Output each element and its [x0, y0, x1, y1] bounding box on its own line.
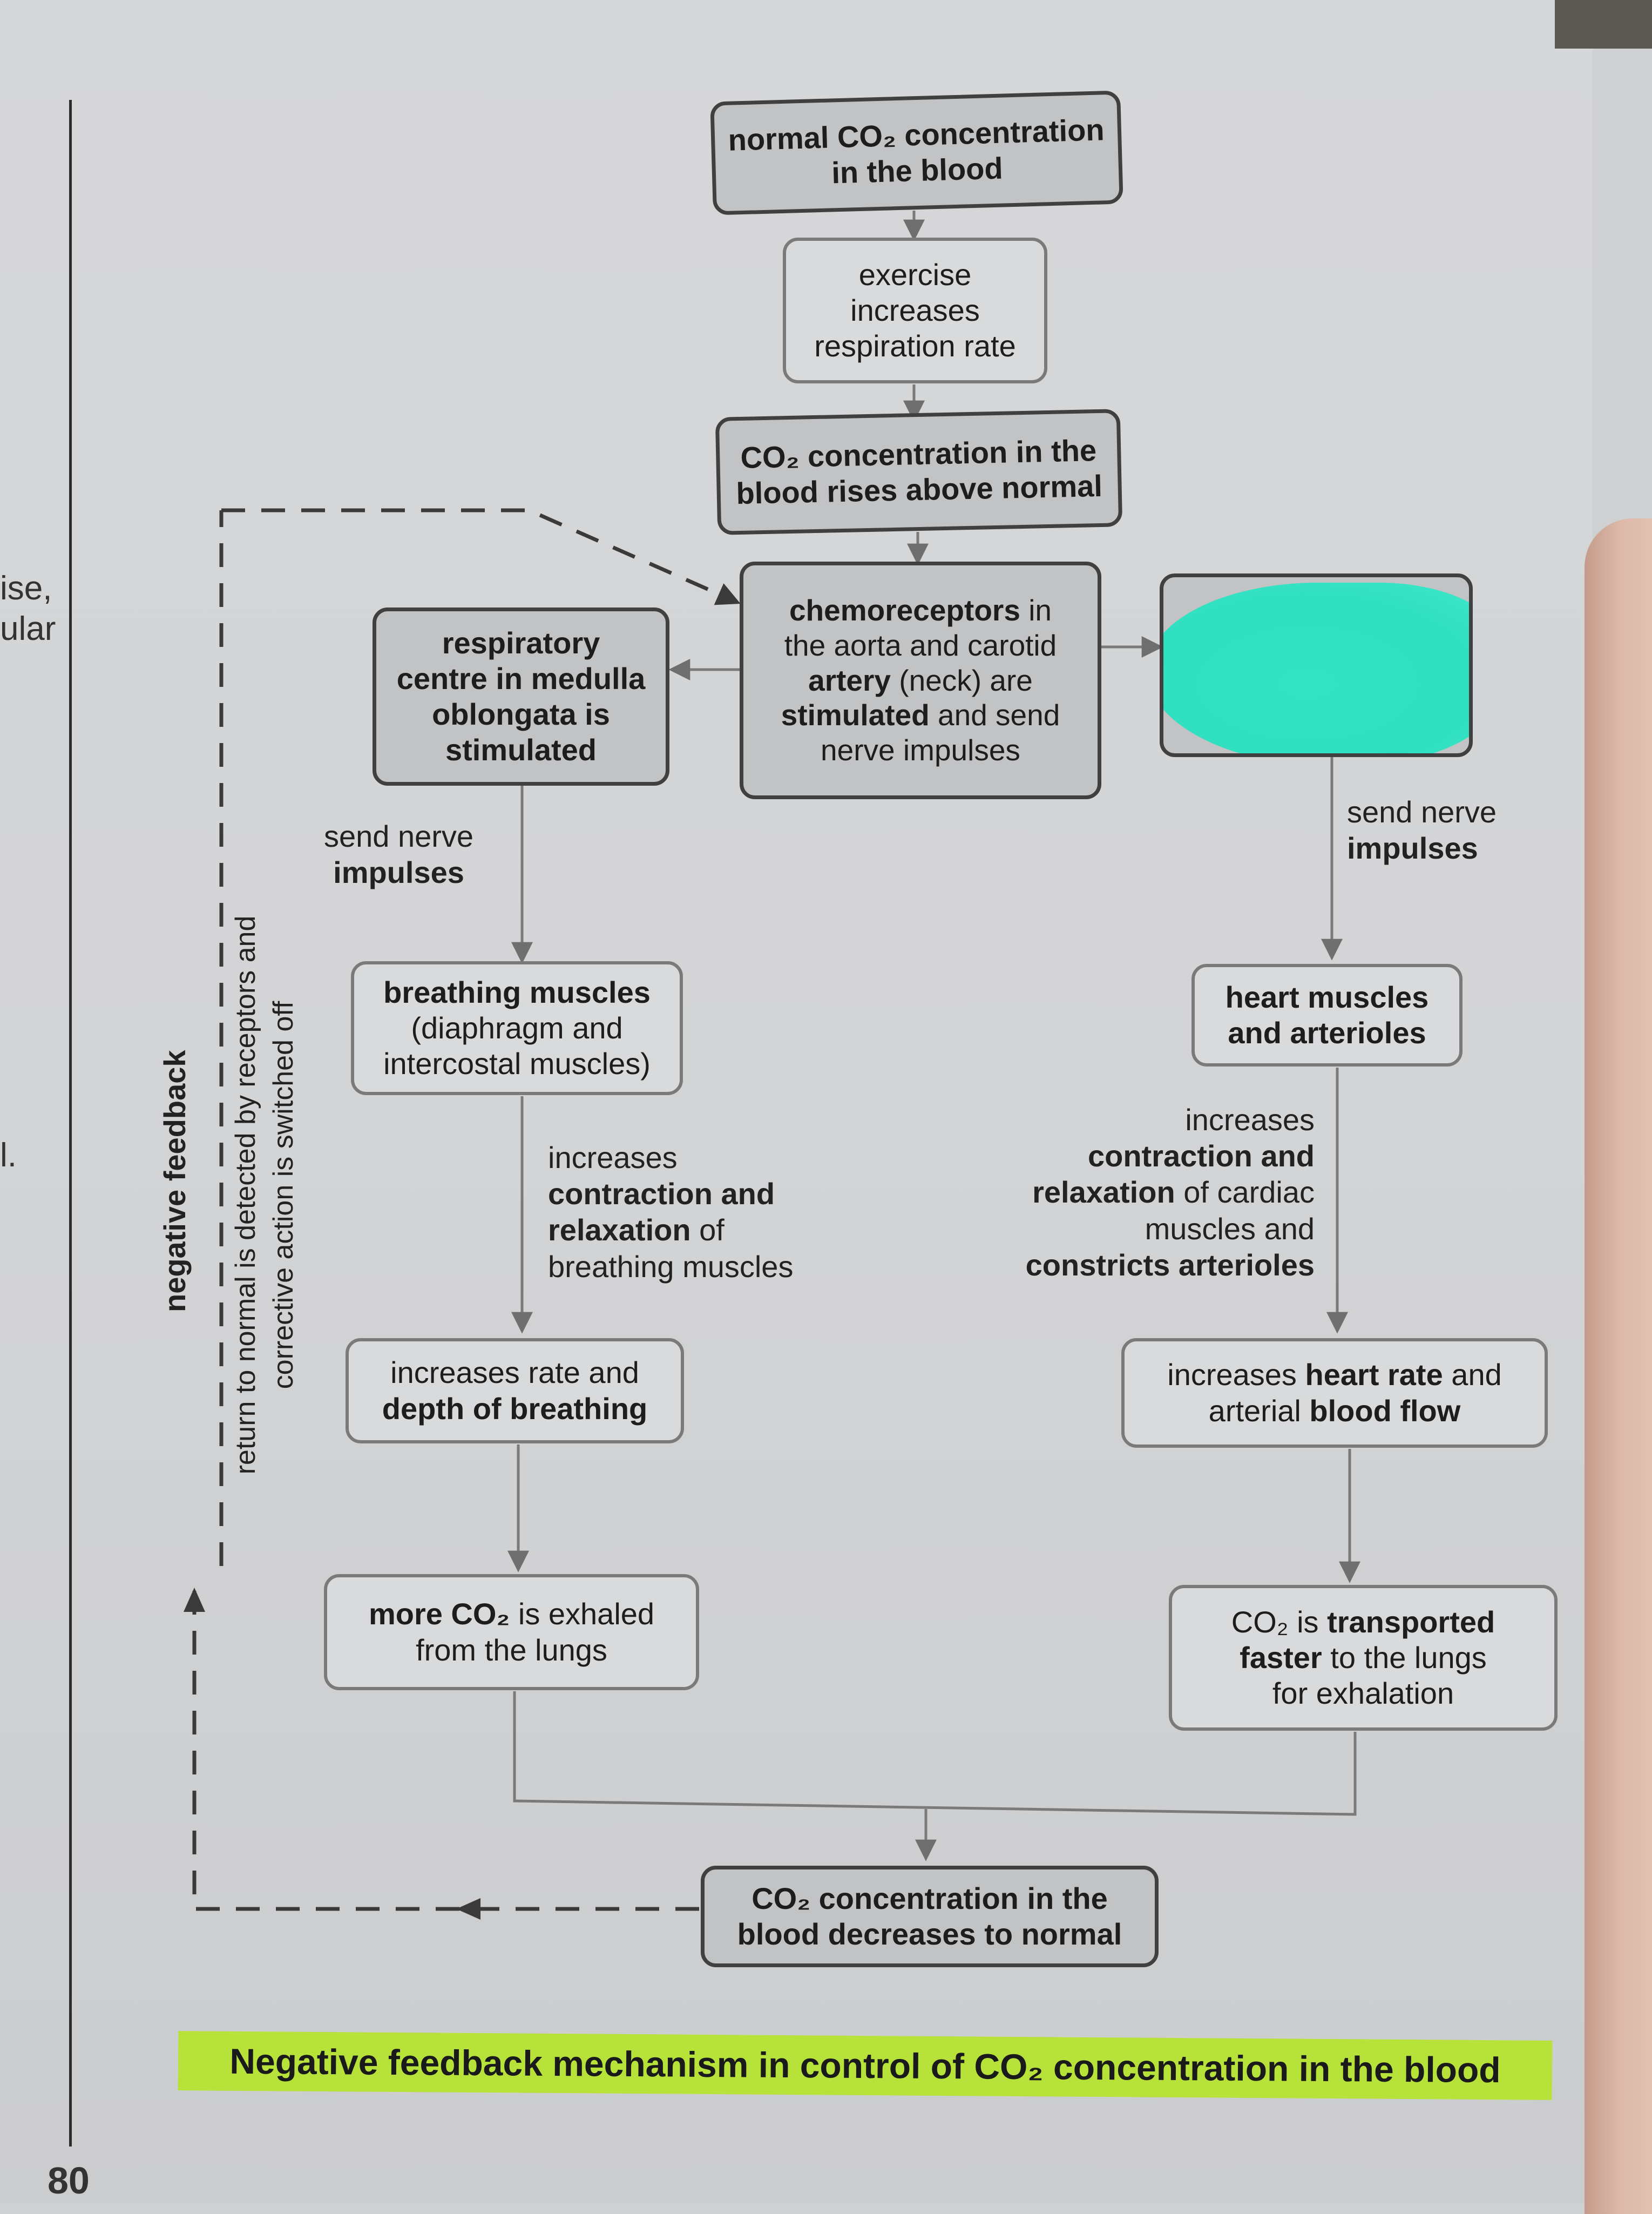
- figure-caption: Negative feedback mechanism in control o…: [178, 2031, 1553, 2100]
- return-to-normal-label: return to normal is detected by receptor…: [227, 874, 302, 1516]
- box-line: and arterioles: [1228, 1016, 1426, 1050]
- label-line: muscles and: [1145, 1211, 1315, 1246]
- merge-line: [513, 1691, 1357, 1816]
- box-text: to the lungs: [1322, 1640, 1487, 1675]
- label-line: breathing muscles: [548, 1249, 794, 1284]
- label-line-bold: impulses: [1347, 831, 1478, 866]
- label-line: send nerve: [324, 819, 474, 853]
- redaction-scribble: [1163, 583, 1469, 753]
- label-line-bold: relaxation: [548, 1213, 691, 1247]
- box-text: and send: [929, 698, 1060, 732]
- box-text: and: [580, 1355, 639, 1390]
- label-line-bold: impulses: [333, 855, 464, 890]
- box-text-bold: faster: [1240, 1640, 1322, 1675]
- label-line: corrective action is switched off: [268, 1001, 300, 1389]
- box-line: heart muscles: [1225, 980, 1429, 1014]
- box-text: from the lungs: [416, 1632, 607, 1667]
- box-line: CO₂ concentration in the: [740, 433, 1097, 475]
- label-line: increases: [1185, 1103, 1315, 1137]
- box-text: (neck) are: [891, 663, 1033, 697]
- box-text-bold: artery: [808, 663, 891, 697]
- label-line: send nerve: [1347, 795, 1497, 829]
- box-line: CO₂ concentration in the: [751, 1881, 1108, 1915]
- box-line: increases: [850, 293, 980, 327]
- box-line: blood decreases to normal: [737, 1917, 1122, 1951]
- box-text: increases rate: [390, 1355, 580, 1390]
- box-text-bold: chemoreceptors: [789, 593, 1020, 627]
- box-text-bold: more CO₂: [368, 1597, 510, 1631]
- label-line-bold: relaxation: [1032, 1175, 1175, 1210]
- box-text-bold: heart rate: [1305, 1358, 1443, 1392]
- box-text: the aorta and carotid: [784, 628, 1057, 662]
- increases-contraction-label-right: increases contraction and relaxation of …: [983, 1102, 1315, 1283]
- feedback-loop-left: [192, 1585, 699, 1911]
- box-line: oblongata is: [432, 697, 610, 731]
- box-text: arterial: [1208, 1393, 1310, 1428]
- heart-rate-box: increases heart rate and arterial blood f…: [1121, 1338, 1548, 1448]
- label-line: of: [690, 1213, 725, 1247]
- margin-line: [69, 100, 72, 2146]
- redacted-box: [1160, 573, 1473, 757]
- feedback-arrowhead-up: [184, 1588, 205, 1612]
- box-text: CO₂ is: [1231, 1604, 1328, 1639]
- box-line: in the blood: [831, 151, 1004, 190]
- box-line: exercise: [858, 257, 972, 292]
- negative-feedback-label: negative feedback: [158, 1050, 192, 1312]
- box-text: for exhalation: [1272, 1676, 1454, 1711]
- box-line: intercostal muscles): [383, 1047, 651, 1081]
- increases-contraction-label-left: increases contraction and relaxation of …: [548, 1139, 793, 1285]
- box-text: increases: [1167, 1358, 1305, 1392]
- box-text-bold: depth of breathing: [382, 1391, 648, 1426]
- feedback-loop-top: [221, 508, 741, 605]
- cut-off-text: ise,: [0, 570, 52, 607]
- box-line-bold: breathing muscles: [383, 975, 651, 1009]
- box-line: blood rises above normal: [735, 468, 1103, 511]
- box-line: centre in medulla: [396, 661, 646, 696]
- thumb: [1585, 518, 1652, 2214]
- box-text: is exhaled: [510, 1597, 655, 1631]
- box-line: respiration rate: [814, 329, 1016, 363]
- label-line-bold: contraction and: [1087, 1139, 1315, 1173]
- background-corner: [1555, 0, 1652, 49]
- cut-off-text: ular: [0, 610, 56, 647]
- label-line: of cardiac: [1175, 1175, 1315, 1210]
- page-number: 80: [48, 2159, 90, 2202]
- cut-off-text: l.: [0, 1137, 17, 1174]
- box-text-bold: blood flow: [1309, 1393, 1461, 1428]
- box-text: nerve impulses: [821, 733, 1020, 767]
- chemoreceptors-box: chemoreceptors in the aorta and carotid …: [740, 562, 1101, 799]
- box-line: respiratory: [442, 625, 600, 660]
- box-text-bold: transported: [1327, 1604, 1495, 1639]
- box-text-bold: stimulated: [781, 698, 930, 732]
- label-line: return to normal is detected by receptor…: [230, 915, 261, 1475]
- label-line: increases: [548, 1140, 678, 1174]
- box-line: (diaphragm and: [411, 1010, 623, 1045]
- feedback-arrowhead-left: [456, 1898, 480, 1920]
- label-line-bold: constricts arterioles: [1025, 1247, 1315, 1282]
- box-text: and: [1443, 1358, 1502, 1392]
- box-text: in: [1020, 593, 1052, 627]
- label-line-bold: contraction and: [548, 1177, 775, 1211]
- box-line: normal CO₂ concentration: [727, 112, 1105, 157]
- box-line: stimulated: [445, 733, 597, 767]
